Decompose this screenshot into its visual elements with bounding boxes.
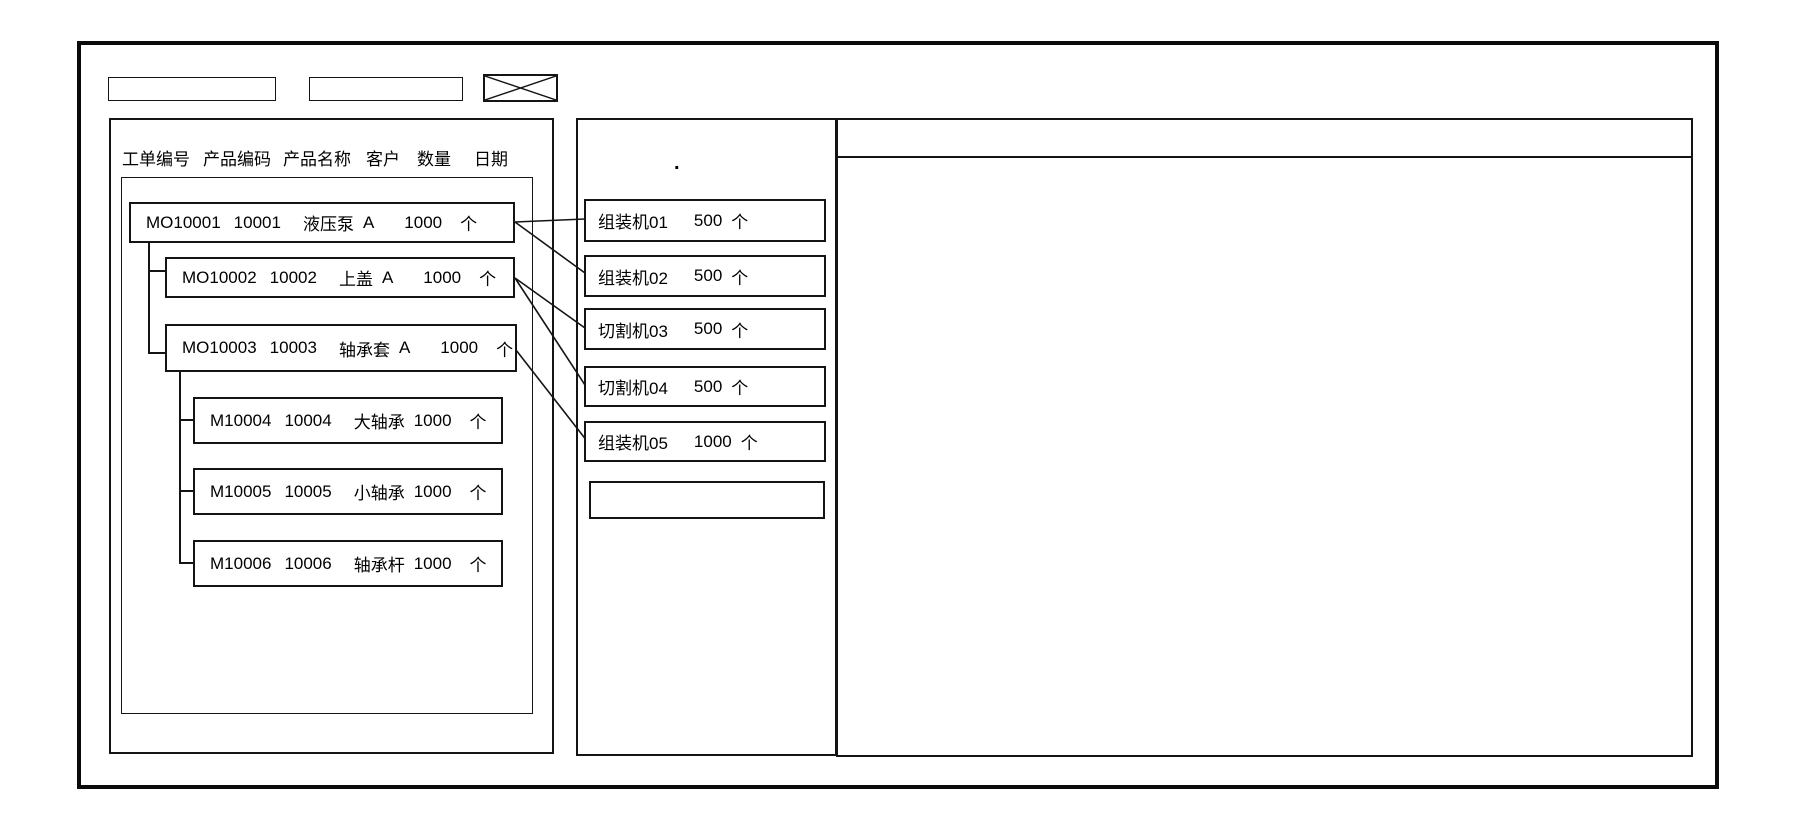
column-header-product-name: 产品名称: [283, 150, 351, 169]
unit: 个: [731, 379, 749, 398]
tree-branch-line: [179, 562, 193, 564]
product-code: 10002: [269, 267, 317, 287]
product-name: 小轴承: [353, 484, 405, 503]
unit: 个: [469, 413, 487, 432]
tree-branch-line: [148, 352, 165, 354]
unit: 个: [496, 340, 514, 360]
machine-box-05[interactable]: 组装机05 1000 个: [584, 421, 826, 462]
unit: 个: [479, 270, 497, 289]
work-order-node-MO10001[interactable]: MO10001 10001 液压泵 A 1000 个: [129, 202, 515, 243]
order-no: M10005: [210, 481, 272, 501]
quantity: 1000: [413, 410, 452, 430]
column-header-customer: 客户: [366, 150, 400, 169]
machine-name: 组装机05: [598, 434, 668, 453]
order-no: MO10003: [182, 338, 257, 357]
work-order-node-MO10003[interactable]: MO10003 10003 轴承套 A 1000 个: [165, 324, 517, 372]
tree-branch-line: [148, 270, 165, 272]
customer: A: [398, 338, 411, 357]
order-no: M10006: [210, 553, 272, 573]
column-header-qty: 数量: [417, 150, 451, 169]
order-no: MO10002: [182, 267, 257, 287]
unit: 个: [469, 484, 487, 503]
machine-box-empty[interactable]: [589, 481, 825, 519]
unit: 个: [460, 215, 478, 234]
work-order-node-M10005[interactable]: M10005 10005 小轴承 1000 个: [193, 468, 503, 515]
work-order-node-M10006[interactable]: M10006 10006 轴承杆 1000 个: [193, 540, 503, 587]
customer: A: [362, 212, 375, 232]
close-button[interactable]: [483, 74, 558, 102]
detail-panel-header-row: [838, 120, 1691, 158]
product-code: 10004: [284, 410, 332, 430]
product-name: 上盖: [338, 270, 373, 289]
product-code: 10005: [284, 481, 332, 501]
machine-name: 组装机01: [598, 213, 668, 232]
toolbar-field-1[interactable]: [108, 77, 276, 101]
customer: A: [381, 267, 394, 287]
toolbar-field-2[interactable]: [309, 77, 463, 101]
unit: 个: [731, 321, 749, 341]
unit: 个: [740, 434, 758, 453]
quantity: 1000: [423, 267, 462, 287]
work-order-node-M10004[interactable]: M10004 10004 大轴承 1000 个: [193, 397, 503, 444]
unit: 个: [731, 213, 749, 232]
product-name: 液压泵: [302, 215, 354, 234]
product-code: 10001: [233, 212, 281, 232]
quantity: 1000: [413, 481, 452, 501]
machine-name: 切割机03: [598, 321, 668, 341]
product-code: 10006: [284, 553, 332, 573]
product-code: 10003: [269, 338, 317, 357]
column-header-order-no: 工单编号: [122, 150, 190, 169]
machine-box-03[interactable]: 切割机03 500 个: [584, 308, 826, 350]
machine-qty: 1000: [693, 431, 732, 451]
unit: 个: [469, 556, 487, 575]
detail-panel: [836, 118, 1693, 757]
machine-name: 切割机04: [598, 379, 668, 398]
tree-branch-line: [179, 372, 181, 564]
column-header-date: 日期: [474, 150, 508, 169]
machine-box-02[interactable]: 组装机02 500 个: [584, 255, 826, 297]
x-cross-icon: [485, 76, 556, 100]
column-header-product-code: 产品编码: [203, 150, 271, 169]
tree-branch-line: [179, 490, 193, 492]
product-name: 大轴承: [353, 413, 405, 432]
quantity: 1000: [413, 553, 452, 573]
work-order-node-MO10002[interactable]: MO10002 10002 上盖 A 1000 个: [165, 257, 515, 298]
machine-box-01[interactable]: 组装机01 500 个: [584, 199, 826, 242]
product-name: 轴承杆: [353, 556, 405, 575]
machine-qty: 500: [693, 266, 723, 285]
tree-branch-line: [179, 419, 193, 421]
quantity: 1000: [440, 338, 479, 357]
machine-qty: 500: [693, 319, 723, 338]
machine-qty: 500: [693, 376, 723, 396]
machine-qty: 500: [693, 210, 723, 230]
order-no: M10004: [210, 410, 272, 430]
unit: 个: [731, 268, 749, 288]
product-name: 轴承套: [338, 340, 390, 360]
machine-box-04[interactable]: 切割机04 500 个: [584, 366, 826, 407]
machine-name: 组装机02: [598, 268, 668, 288]
dot-mark: .: [674, 152, 680, 174]
quantity: 1000: [404, 212, 443, 232]
tree-branch-line: [148, 243, 150, 354]
order-no: MO10001: [146, 212, 221, 232]
